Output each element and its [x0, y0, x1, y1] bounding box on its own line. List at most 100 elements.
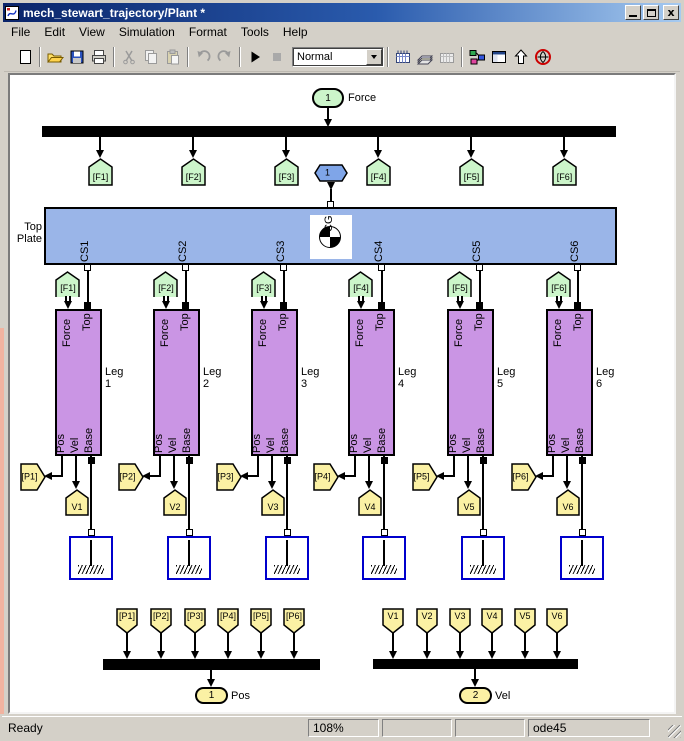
signal-line[interactable] [453, 456, 455, 477]
goto-tag-F3[interactable]: [F3] [274, 158, 299, 186]
open-model-button[interactable] [44, 46, 66, 68]
signal-line[interactable] [271, 456, 273, 482]
outport-vel[interactable]: 2 [459, 687, 492, 704]
goto-tag-V5[interactable]: V5 [457, 489, 481, 516]
signal-line[interactable] [467, 456, 469, 482]
leg-block-2[interactable] [153, 309, 200, 456]
signal-line[interactable] [383, 456, 385, 530]
leg-block-3[interactable] [251, 309, 298, 456]
goto-tag-F4[interactable]: [F4] [366, 158, 391, 186]
goto-tag-F2[interactable]: [F2] [181, 158, 206, 186]
update-diagram-button[interactable] [392, 46, 414, 68]
menu-view[interactable]: View [79, 25, 105, 39]
signal-line[interactable] [392, 632, 394, 652]
goto-tag-F5[interactable]: [F5] [459, 158, 484, 186]
signal-line[interactable] [556, 632, 558, 652]
signal-line[interactable] [563, 137, 565, 151]
menu-edit[interactable]: Edit [44, 25, 66, 39]
goto-tag-P4[interactable]: [P4] [313, 463, 339, 491]
signal-line[interactable] [368, 456, 370, 482]
signal-line[interactable] [210, 670, 212, 680]
from-tag-V2[interactable]: V2 [416, 608, 438, 634]
from-tag-P1[interactable]: [P1] [116, 608, 138, 634]
signal-line[interactable] [293, 632, 295, 652]
signal-line[interactable] [552, 456, 554, 477]
signal-line[interactable] [566, 456, 568, 482]
outport-pos[interactable]: 1 [195, 687, 228, 704]
vel-mux-bar[interactable] [373, 659, 578, 669]
signal-line[interactable] [173, 456, 175, 482]
menu-help[interactable]: Help [282, 25, 308, 39]
menu-file[interactable]: File [11, 25, 31, 39]
from-tag-P5[interactable]: [P5] [250, 608, 272, 634]
close-button[interactable]: x [663, 5, 679, 20]
model-browser-button[interactable] [488, 46, 510, 68]
physical-line[interactable] [163, 296, 169, 303]
print-button[interactable] [88, 46, 110, 68]
signal-line[interactable] [577, 271, 579, 303]
resize-grip[interactable] [668, 725, 681, 738]
signal-line[interactable] [581, 456, 583, 530]
leg-block-6[interactable] [546, 309, 593, 456]
physical-line[interactable] [261, 296, 267, 303]
signal-line[interactable] [474, 669, 476, 679]
goto-tag-P5[interactable]: [P5] [412, 463, 438, 491]
minimize-button[interactable] [625, 5, 641, 20]
goto-tag-P1[interactable]: [P1] [20, 463, 46, 491]
leg-block-1[interactable] [55, 309, 102, 456]
signal-line[interactable] [185, 271, 187, 303]
model-browser-blocks-button[interactable] [466, 46, 488, 68]
signal-line[interactable] [283, 271, 285, 303]
goto-tag-P6[interactable]: [P6] [511, 463, 537, 491]
from-tag-F1[interactable]: [F1] [55, 271, 81, 297]
goto-tag-V6[interactable]: V6 [556, 489, 580, 516]
signal-line[interactable] [150, 475, 161, 477]
from-tag-P6[interactable]: [P6] [283, 608, 305, 634]
signal-line[interactable] [354, 456, 356, 477]
physical-line[interactable] [556, 296, 562, 303]
leg-block-4[interactable] [348, 309, 395, 456]
signal-line[interactable] [52, 475, 63, 477]
signal-line[interactable] [524, 632, 526, 652]
signal-line[interactable] [61, 456, 63, 477]
signal-line[interactable] [192, 137, 194, 151]
goto-tag-V2[interactable]: V2 [163, 489, 187, 516]
from-tag-P4[interactable]: [P4] [217, 608, 239, 634]
signal-line[interactable] [345, 475, 356, 477]
signal-line[interactable] [194, 632, 196, 652]
physical-line[interactable] [358, 296, 364, 303]
go-to-parent-button[interactable] [510, 46, 532, 68]
goto-tag-P3[interactable]: [P3] [216, 463, 242, 491]
from-tag-F3[interactable]: [F3] [251, 271, 277, 297]
from-tag-F2[interactable]: [F2] [153, 271, 179, 297]
goto-tag-V4[interactable]: V4 [358, 489, 382, 516]
goto-tag-P2[interactable]: [P2] [118, 463, 144, 491]
connection-port-tag[interactable]: 1 [314, 164, 348, 182]
force-bus-bar[interactable] [42, 126, 616, 137]
signal-line[interactable] [330, 189, 332, 202]
from-tag-V3[interactable]: V3 [449, 608, 471, 634]
signal-line[interactable] [491, 632, 493, 652]
signal-line[interactable] [75, 456, 77, 482]
from-tag-P3[interactable]: [P3] [184, 608, 206, 634]
menu-tools[interactable]: Tools [240, 25, 269, 39]
physical-line[interactable] [65, 296, 71, 303]
from-tag-F5[interactable]: [F5] [447, 271, 473, 297]
from-tag-V1[interactable]: V1 [382, 608, 404, 634]
physical-line[interactable] [457, 296, 463, 303]
title-bar[interactable]: mech_stewart_trajectory/Plant * x [3, 3, 681, 22]
signal-line[interactable] [543, 475, 554, 477]
debugger-button[interactable] [532, 46, 554, 68]
signal-line[interactable] [444, 475, 455, 477]
goto-tag-F6[interactable]: [F6] [552, 158, 577, 186]
signal-line[interactable] [479, 271, 481, 303]
menu-format[interactable]: Format [188, 25, 227, 39]
from-tag-V5[interactable]: V5 [514, 608, 536, 634]
simulation-mode-select[interactable]: Normal [292, 46, 384, 67]
signal-line[interactable] [377, 137, 379, 151]
menu-simulation[interactable]: Simulation [118, 25, 175, 39]
signal-line[interactable] [426, 632, 428, 652]
signal-line[interactable] [459, 632, 461, 652]
start-simulation-button[interactable] [244, 46, 266, 68]
goto-tag-V3[interactable]: V3 [261, 489, 285, 516]
